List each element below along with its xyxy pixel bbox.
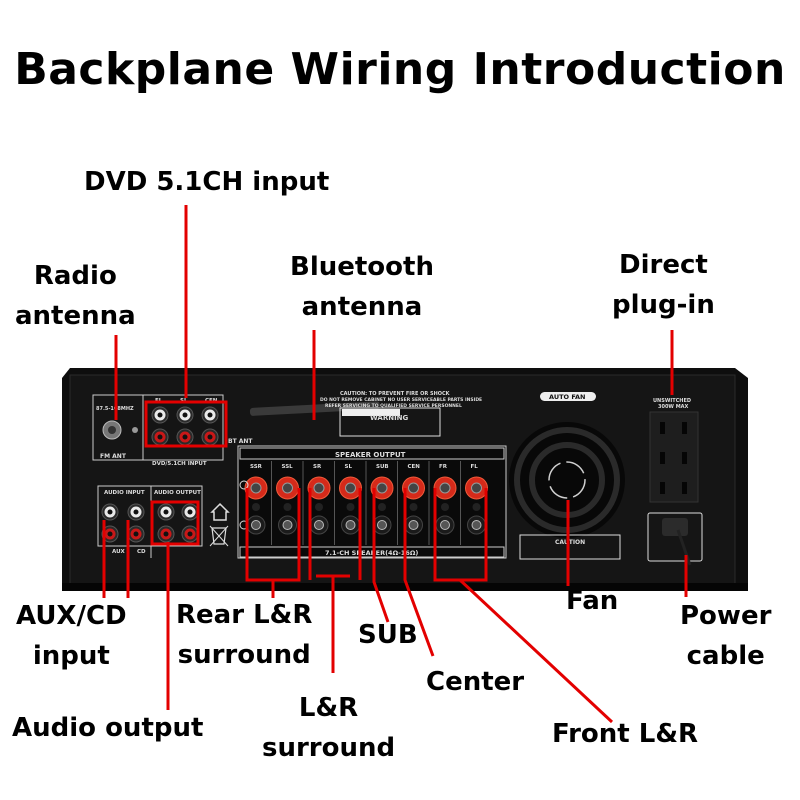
svg-text:REFER SERVICING TO QUALIFIED S: REFER SERVICING TO QUALIFIED SERVICE PER… [325,403,462,409]
rca-jack-red [127,525,145,543]
label-sub: SUB [358,620,418,650]
rca-jack-white [157,503,175,521]
rca-jack-red [101,525,119,543]
audio-io-block: AUDIO INPUT AUDIO OUTPUT AUX CD [97,485,203,558]
label-line: Radio [33,261,117,291]
speaker-channel-label: FL [471,464,479,470]
binding-post-ssl [276,476,299,535]
svg-text:FM ANT: FM ANT [100,453,127,460]
speaker-channel-label: SUB [376,464,389,470]
binding-post-sub [370,476,394,535]
power-input-socket [647,512,703,566]
label-rear-surround: Rear L&R surround [176,595,312,675]
label-line: cable [686,641,765,671]
svg-text:SPEAKER OUTPUT: SPEAKER OUTPUT [335,451,406,459]
rca-jack-white [176,406,194,424]
label-line: input [32,641,110,671]
svg-text:DVD/5.1CH INPUT: DVD/5.1CH INPUT [152,461,207,467]
label-lr-surround: L&R surround [262,688,395,768]
rca-jack-white [151,406,169,424]
svg-text:300W MAX: 300W MAX [658,404,689,410]
label-line: Rear L&R [176,600,313,630]
speaker-channel-label: CEN [408,464,421,470]
label-line: surround [262,733,396,763]
svg-text:AUDIO OUTPUT: AUDIO OUTPUT [154,490,201,496]
rca-jack-white [127,503,145,521]
label-fan: Fan [566,586,619,616]
svg-text:CAUTION: CAUTION [555,539,585,546]
callout-lines [102,205,688,724]
binding-post-sr [307,476,331,535]
binding-post-fl [465,476,488,535]
callout-box-dvd [144,400,228,448]
rca-jack-white [181,503,199,521]
callout-box-audio-output [150,500,200,546]
callout-line [403,488,435,657]
page-title: Backplane Wiring Introduction [14,44,786,95]
binding-post-cen [402,476,425,535]
label-line: antenna [301,292,423,322]
rca-jack-white [201,406,219,424]
rca-jack-red [201,428,219,446]
rca-jack-red [151,428,169,446]
rca-jack-red [181,525,199,543]
binding-post-ssr [244,476,268,535]
svg-text:CD: CD [137,549,146,555]
label-line: surround [177,640,311,670]
label-radio-antenna: Radio antenna [15,256,136,336]
label-line: antenna [15,301,136,331]
rca-jack-white [101,503,119,521]
plus-icon [239,480,249,490]
speaker-channel-label: SSL [282,464,294,470]
svg-text:AUTO FAN: AUTO FAN [549,393,586,401]
svg-text:AUX: AUX [112,549,126,555]
caution-label: CAUTION: TO PREVENT FIRE OR SHOCK DO NOT… [320,391,482,437]
speaker-channel-label: SL [345,464,353,470]
speaker-output-block: SPEAKER OUTPUT SSR SSL SR SL SUB CEN FR FL 7.1-… [237,445,507,559]
binding-post-sl [339,476,362,535]
label-aux-cd-input: AUX/CD input [16,596,127,676]
svg-text:DO NOT REMOVE CABINET NO USER: DO NOT REMOVE CABINET NO USER SERVICEABL… [320,397,482,403]
label-front-lr: Front L&R [552,719,699,749]
speaker-channel-label: SR [313,464,322,470]
recycle-bin-icon [209,502,230,547]
label-bluetooth-antenna: Bluetooth antenna [290,247,434,327]
svg-text:CAUTION: TO PREVENT FIRE OR SH: CAUTION: TO PREVENT FIRE OR SHOCK [340,391,451,397]
svg-text:UNSWITCHED: UNSWITCHED [653,398,691,404]
label-dvd-input: DVD 5.1CH input [84,167,330,197]
svg-text:WARNING: WARNING [370,414,409,422]
speaker-channel-label: SSR [250,464,263,470]
svg-text:BT ANT: BT ANT [228,438,253,445]
callout-line [372,488,390,623]
unswitched-outlet: UNSWITCHED 300W MAX [649,398,699,503]
label-line: Power [680,601,772,631]
callout-line [458,578,614,724]
label-line: AUX/CD [16,601,127,631]
label-direct-plugin: Direct plug-in [612,245,715,325]
rca-jack-red [157,525,175,543]
label-line: Direct [619,250,708,280]
speaker-channel-label: FR [439,464,448,470]
label-line: plug-in [612,290,715,320]
label-line: L&R [298,693,359,723]
label-power-cable: Power cable [680,596,771,676]
label-line: Bluetooth [290,252,434,282]
label-audio-output: Audio output [12,713,204,743]
rca-jack-red [176,428,194,446]
svg-text:AUDIO INPUT: AUDIO INPUT [104,490,145,496]
label-center: Center [426,667,525,697]
svg-text:7.1-CH SPEAKER(4Ω-16Ω): 7.1-CH SPEAKER(4Ω-16Ω) [325,549,418,557]
